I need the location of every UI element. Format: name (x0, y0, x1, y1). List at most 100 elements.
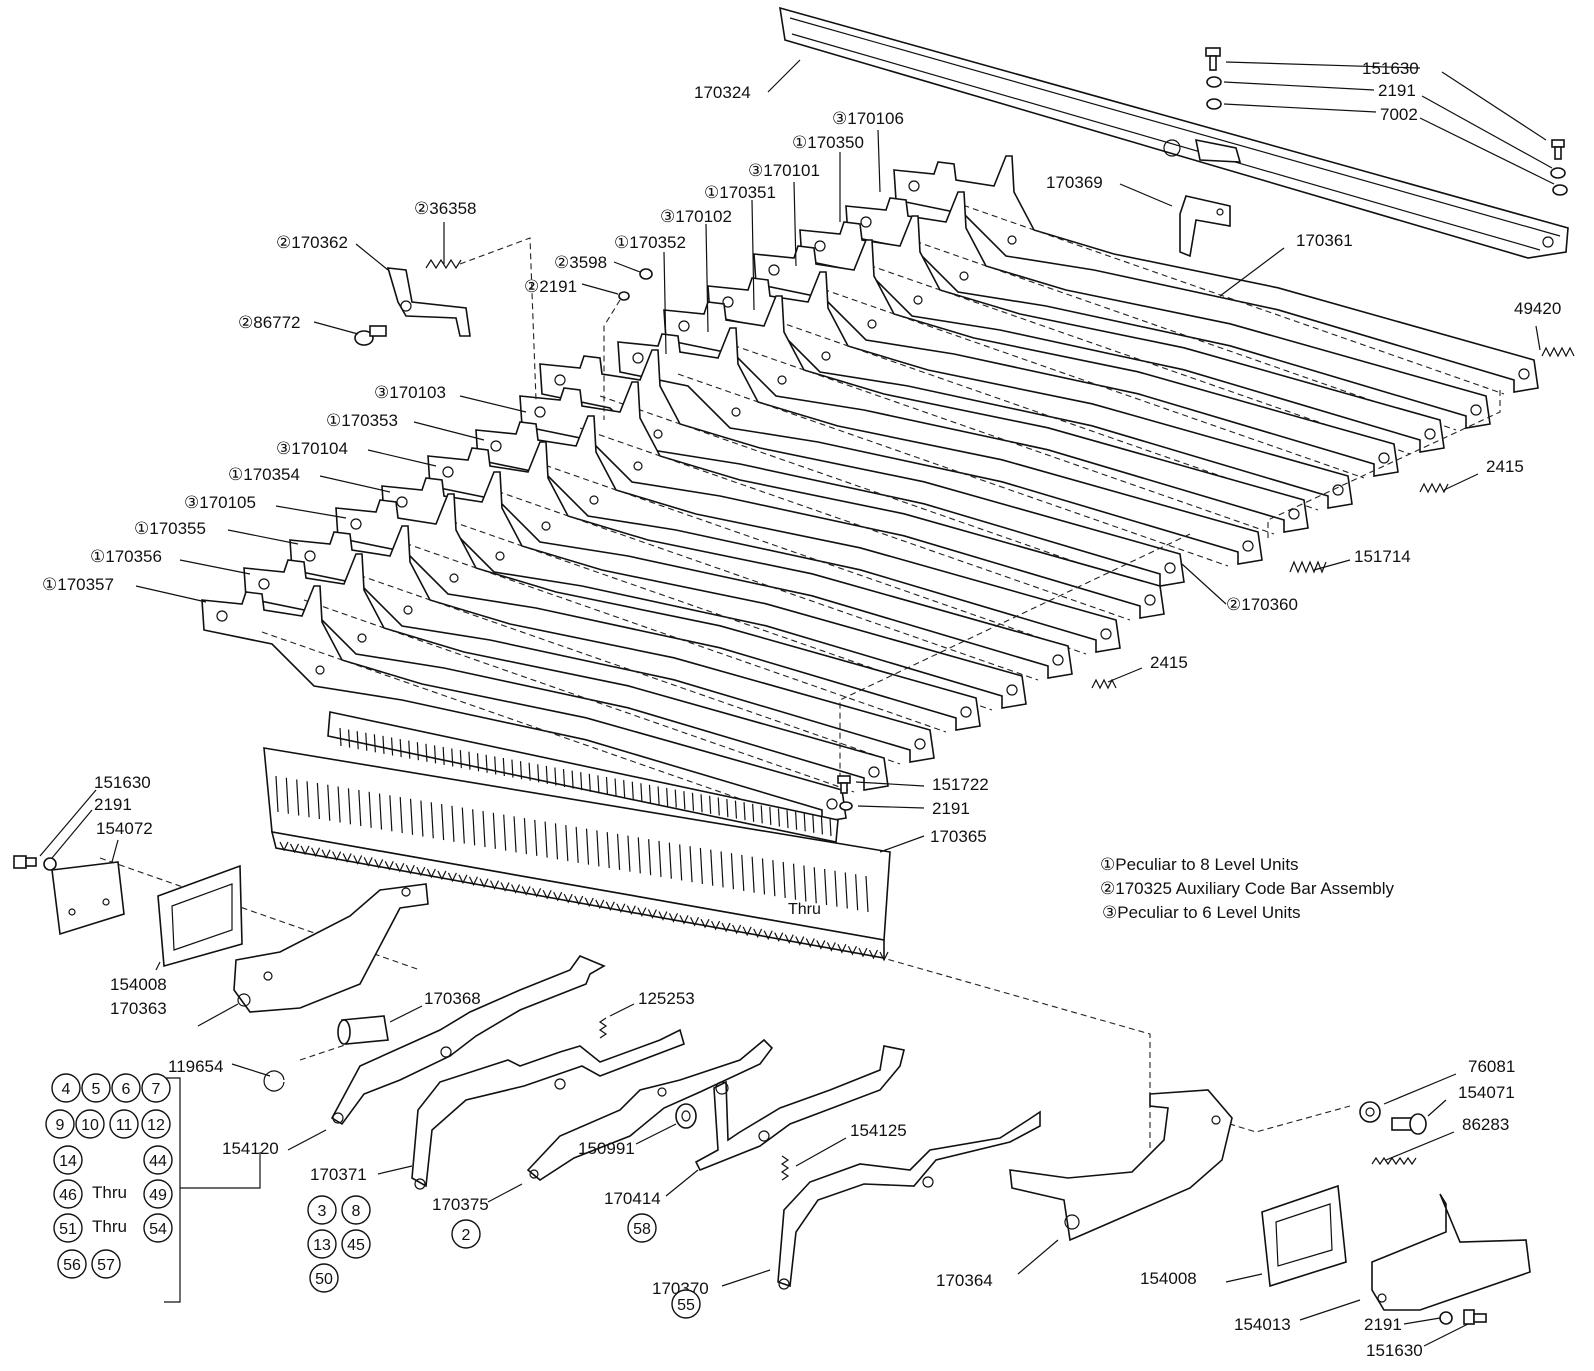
label-170362: ②170362 (276, 233, 348, 252)
label-154072: 154072 (96, 819, 153, 838)
svg-text:44: 44 (149, 1153, 167, 1170)
spring-86283 (1371, 1156, 1417, 1166)
circled-number-3: 3 (307, 1195, 337, 1225)
label-3598: ②3598 (554, 253, 607, 272)
circled-number-12: 12 (141, 1109, 171, 1139)
bar-170357 (201, 585, 847, 825)
circled-number-11: 11 (109, 1109, 139, 1139)
leader-lines (39, 59, 1555, 1347)
lever-170362 (386, 267, 471, 337)
label-170106: ③170106 (832, 109, 904, 128)
screw-151630-left (13, 855, 37, 869)
svg-text:9: 9 (56, 1117, 65, 1134)
roller-170368 (337, 1015, 389, 1045)
bar-170360 (539, 349, 1185, 589)
label-2191-mid: ②2191 (524, 277, 577, 296)
label-119654: 119654 (168, 1057, 223, 1076)
washer-2191-comb (839, 801, 853, 811)
bar-170104 (427, 441, 1073, 681)
nut-3598 (639, 268, 653, 280)
label-76081: 76081 (1468, 1057, 1515, 1076)
circled-number-49: 49 (143, 1179, 173, 1209)
svg-text:45: 45 (347, 1237, 365, 1254)
bar-170352 (617, 327, 1263, 567)
label-170357: ①170357 (42, 575, 114, 594)
svg-text:57: 57 (97, 1257, 115, 1274)
washer-2191-mid (618, 291, 630, 301)
label-170350: ①170350 (792, 133, 864, 152)
label-170364: 170364 (936, 1271, 993, 1290)
circled-number-6: 6 (111, 1073, 141, 1103)
bar-170361 (893, 155, 1539, 395)
label-170414: 170414 (604, 1189, 661, 1208)
circled-number-45: 45 (341, 1229, 371, 1259)
label-151714: 151714 (1354, 547, 1411, 566)
label-151630-top: 151630 (1362, 59, 1419, 78)
label-2191-left: 2191 (94, 795, 132, 814)
guide-154008-left (157, 864, 243, 968)
circled-number-13: 13 (307, 1229, 337, 1259)
circled-number-46: 46 (53, 1179, 83, 1209)
guide-154008-right (1261, 1184, 1347, 1288)
circled-number-51: 51 (53, 1213, 83, 1243)
label-170365: 170365 (930, 827, 987, 846)
washer-150991 (675, 1103, 697, 1129)
label-2191-comb: 2191 (932, 799, 970, 818)
washer-2191-top (1206, 76, 1566, 179)
spring-49420 (1541, 346, 1575, 358)
label-86772: ②86772 (238, 313, 301, 332)
label-150991: 150991 (578, 1139, 635, 1158)
comb-stamp-58: Thru (788, 901, 821, 918)
label-151722: 151722 (932, 775, 989, 794)
label-125253: 125253 (638, 989, 695, 1008)
label-154120: 154120 (222, 1139, 279, 1158)
circled-number-2: 2 (451, 1219, 481, 1249)
bar-170105 (335, 493, 981, 733)
label-170368: 170368 (424, 989, 481, 1008)
label-170371: 170371 (310, 1165, 367, 1184)
washer-2191-left (43, 857, 57, 871)
circled-number-57: 57 (91, 1249, 121, 1279)
spring-2415-upper (1419, 482, 1449, 494)
washer-7002 (1206, 98, 1568, 196)
frame-170364 (1009, 1089, 1233, 1242)
label-154008-left: 154008 (110, 975, 167, 994)
label-170352: ①170352 (614, 233, 686, 252)
svg-text:58: 58 (633, 1221, 651, 1238)
label-170324: 170324 (694, 83, 751, 102)
circled-number-5: 5 (81, 1073, 111, 1103)
label-154013: 154013 (1234, 1315, 1291, 1334)
circled-number-50: 50 (309, 1263, 339, 1293)
legend-line-3: ③Peculiar to 6 Level Units (1102, 903, 1301, 922)
svg-text:8: 8 (352, 1203, 361, 1220)
label-154008-right: 154008 (1140, 1269, 1197, 1288)
label-170375: 170375 (432, 1195, 489, 1214)
lever-154120 (330, 955, 606, 1126)
legend: ①Peculiar to 8 Level Units ②170325 Auxil… (1100, 855, 1395, 922)
label-170355: ①170355 (134, 519, 206, 538)
label-2415-upper: 2415 (1486, 457, 1524, 476)
label-7002: 7002 (1380, 105, 1418, 124)
svg-text:10: 10 (81, 1117, 99, 1134)
svg-text:55: 55 (677, 1297, 695, 1314)
bar-170103 (519, 381, 1165, 621)
label-2191-right: 2191 (1364, 1315, 1402, 1334)
circled-number-58: 58 (627, 1213, 657, 1243)
bar-170356 (243, 553, 889, 793)
circled-number-10: 10 (75, 1109, 105, 1139)
label-170103: ③170103 (374, 383, 446, 402)
circled-number-44: 44 (143, 1145, 173, 1175)
lever-170414 (694, 1045, 905, 1172)
label-170369: 170369 (1046, 173, 1103, 192)
circled-number-7: 7 (141, 1073, 171, 1103)
bracket-154013 (1371, 1193, 1531, 1311)
svg-text:4: 4 (62, 1081, 71, 1098)
label-151630-left: 151630 (94, 773, 151, 792)
screw-151630-top (1205, 47, 1565, 160)
label-170353: ①170353 (326, 411, 398, 430)
label-170101: ③170101 (748, 161, 820, 180)
label-170360: ②170360 (1226, 595, 1298, 614)
plate-154072 (51, 861, 125, 936)
